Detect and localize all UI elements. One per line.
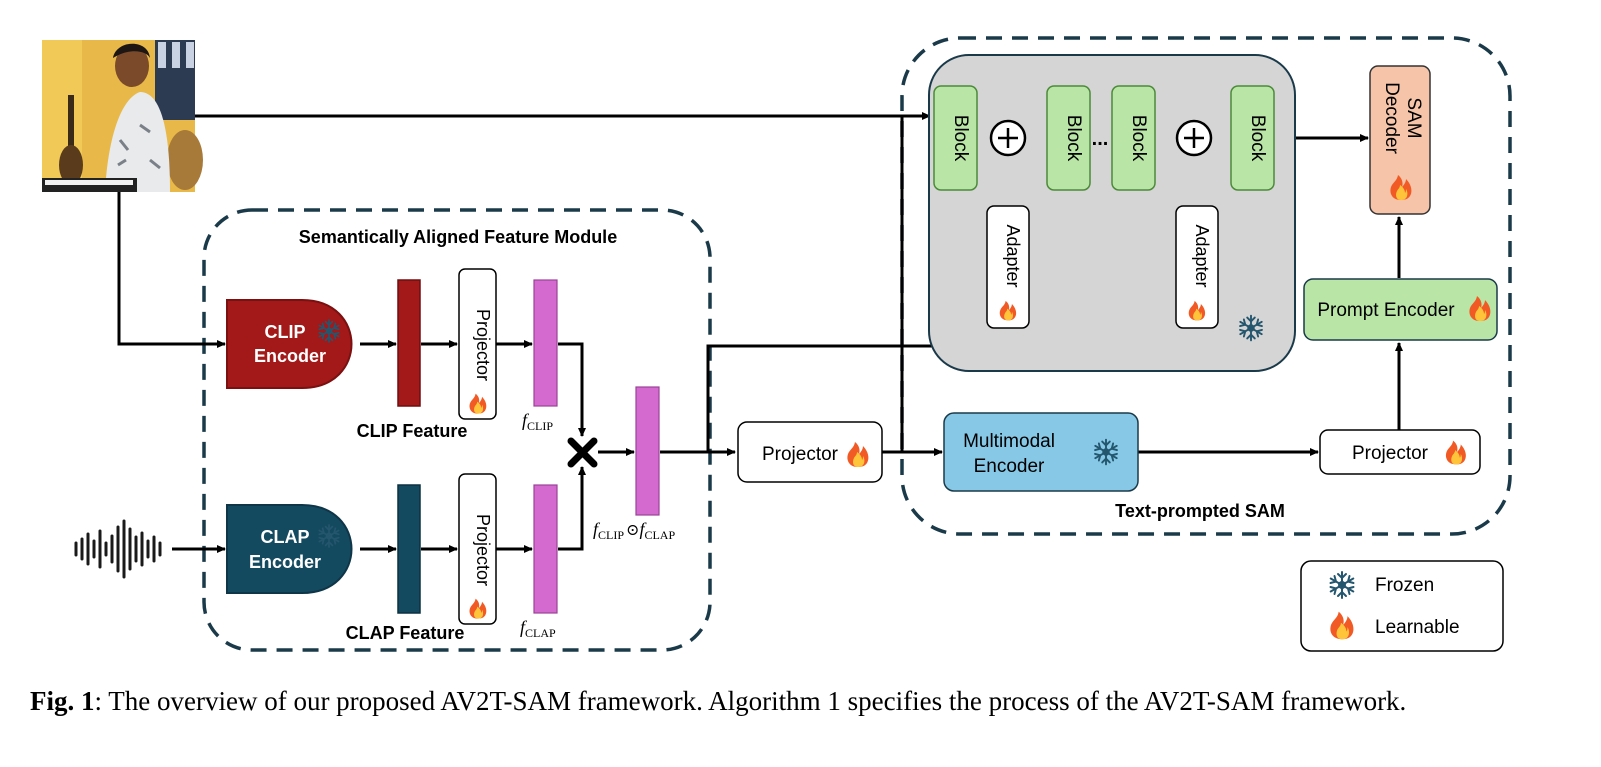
figure-caption-label: Fig. 1 xyxy=(30,686,95,716)
sam-block-3: Block xyxy=(1111,85,1156,191)
legend-learnable-label: Learnable xyxy=(1375,617,1460,638)
clip-encoder-label-line2: Encoder xyxy=(254,346,326,366)
clip-projector-label: Projector xyxy=(473,309,493,381)
sam-block-3-label: Block xyxy=(1128,115,1149,162)
sam-block-4-label: Block xyxy=(1247,115,1268,162)
clap-feature-label: CLAP Feature xyxy=(346,623,465,643)
f-clap-bar xyxy=(533,484,558,614)
sam-decoder-label-line2: Decoder xyxy=(1381,82,1402,154)
clip-feature-bar xyxy=(397,279,421,407)
adapter-1: Adapter xyxy=(986,205,1030,329)
clip-encoder-label-line1: CLIP xyxy=(264,322,305,342)
clap-encoder-label-line2: Encoder xyxy=(249,552,321,572)
sam-block-2: Block xyxy=(1046,85,1091,191)
prompt-encoder: Prompt Encoder xyxy=(1303,278,1498,341)
multimodal-encoder-label-line2: Encoder xyxy=(974,456,1045,477)
fused-feature-label: fCLIP⊙fCLAP xyxy=(593,519,675,542)
legend-frozen-label: Frozen xyxy=(1375,575,1434,596)
sam-block-2-label: Block xyxy=(1063,115,1084,162)
sam-module-title: Text-prompted SAM xyxy=(1115,501,1285,521)
input-video-frame xyxy=(42,40,203,192)
middle-projector-label: Projector xyxy=(762,444,839,465)
right-projector: Projector xyxy=(1319,429,1481,475)
legend: Frozen Learnable xyxy=(1300,560,1504,652)
fused-feature-bar xyxy=(635,386,660,516)
sam-decoder: SAM Decoder xyxy=(1369,65,1431,215)
clap-feature-bar xyxy=(397,484,421,614)
clap-projector: Projector xyxy=(458,473,497,625)
add-icon-2 xyxy=(1175,119,1213,157)
multimodal-encoder: Multimodal Encoder xyxy=(943,412,1139,492)
clap-encoder-label-line1: CLAP xyxy=(261,527,310,547)
f-clip-label: fCLIP xyxy=(522,410,553,433)
figure-caption-text: : The overview of our proposed AV2T-SAM … xyxy=(94,686,1407,716)
sam-block-1-label: Block xyxy=(950,115,971,162)
f-clap-label: fCLAP xyxy=(520,617,556,640)
feature-module-title: Semantically Aligned Feature Module xyxy=(299,227,617,247)
middle-projector: Projector xyxy=(737,421,883,483)
clip-encoder: CLIP Encoder xyxy=(226,299,353,389)
figure-caption: Fig. 1: The overview of our proposed AV2… xyxy=(30,686,1575,717)
clap-projector-label: Projector xyxy=(473,514,493,586)
multiply-icon xyxy=(567,437,598,468)
add-icon-1 xyxy=(989,119,1027,157)
audio-waveform-icon xyxy=(74,519,162,579)
sam-decoder-label-line1: SAM xyxy=(1403,97,1424,138)
sam-block-1: Block xyxy=(933,85,978,191)
f-clip-bar xyxy=(533,279,558,407)
feature-module-border xyxy=(202,208,712,652)
adapter-1-label: Adapter xyxy=(1003,224,1023,287)
adapter-2-label: Adapter xyxy=(1192,224,1212,287)
prompt-encoder-label: Prompt Encoder xyxy=(1317,300,1455,321)
adapter-2: Adapter xyxy=(1175,205,1219,329)
multimodal-encoder-label-line1: Multimodal xyxy=(963,431,1055,452)
clap-encoder: CLAP Encoder xyxy=(226,504,353,594)
clip-feature-label: CLIP Feature xyxy=(357,421,468,441)
clip-projector: Projector xyxy=(458,268,497,420)
sam-block-4: Block xyxy=(1230,85,1275,191)
sam-block-ellipsis: ... xyxy=(1092,128,1109,150)
right-projector-label: Projector xyxy=(1352,443,1429,464)
